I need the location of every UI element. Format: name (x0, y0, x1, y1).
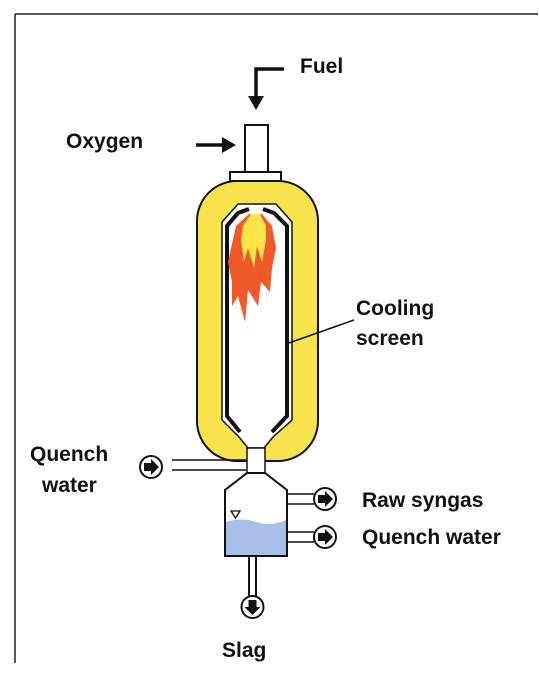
cooling-screen-leader (285, 319, 355, 345)
raw-syngas-outlet-icon (313, 487, 337, 511)
quench-water-outlet-icon (313, 525, 337, 549)
slag-outlet-icon (240, 595, 265, 619)
page-border (14, 13, 538, 663)
cooling-screen (225, 207, 289, 434)
quench-water-inlet-label-line1: Quench (30, 443, 109, 466)
quench-water-pool (226, 519, 286, 555)
slag-outlet-pipe (248, 556, 257, 596)
throat-neck (246, 447, 266, 474)
cooling-screen-label-line1: Cooling (356, 297, 435, 320)
slag-label: Slag (222, 639, 267, 662)
quench-water-outlet-pipe (287, 531, 314, 543)
quench-water-inlet-pipe (172, 459, 246, 471)
burner-flange (229, 171, 282, 182)
quench-water-inlet-icon (139, 455, 163, 479)
burner-pipe (244, 124, 269, 173)
oxygen-label: Oxygen (66, 130, 144, 153)
raw-syngas-label: Raw syngas (362, 489, 484, 512)
fuel-label: Fuel (300, 55, 344, 78)
quench-water-outlet-label: Quench water (362, 526, 501, 549)
oxygen-arrow (196, 137, 236, 153)
fuel-arrow (248, 67, 284, 110)
quench-water-inlet-label-line2: water (42, 474, 97, 497)
flame-core (241, 214, 266, 268)
cooling-screen-label-line2: screen (356, 327, 424, 350)
raw-syngas-outlet-pipe (287, 493, 314, 505)
water-level-icon (229, 510, 242, 520)
